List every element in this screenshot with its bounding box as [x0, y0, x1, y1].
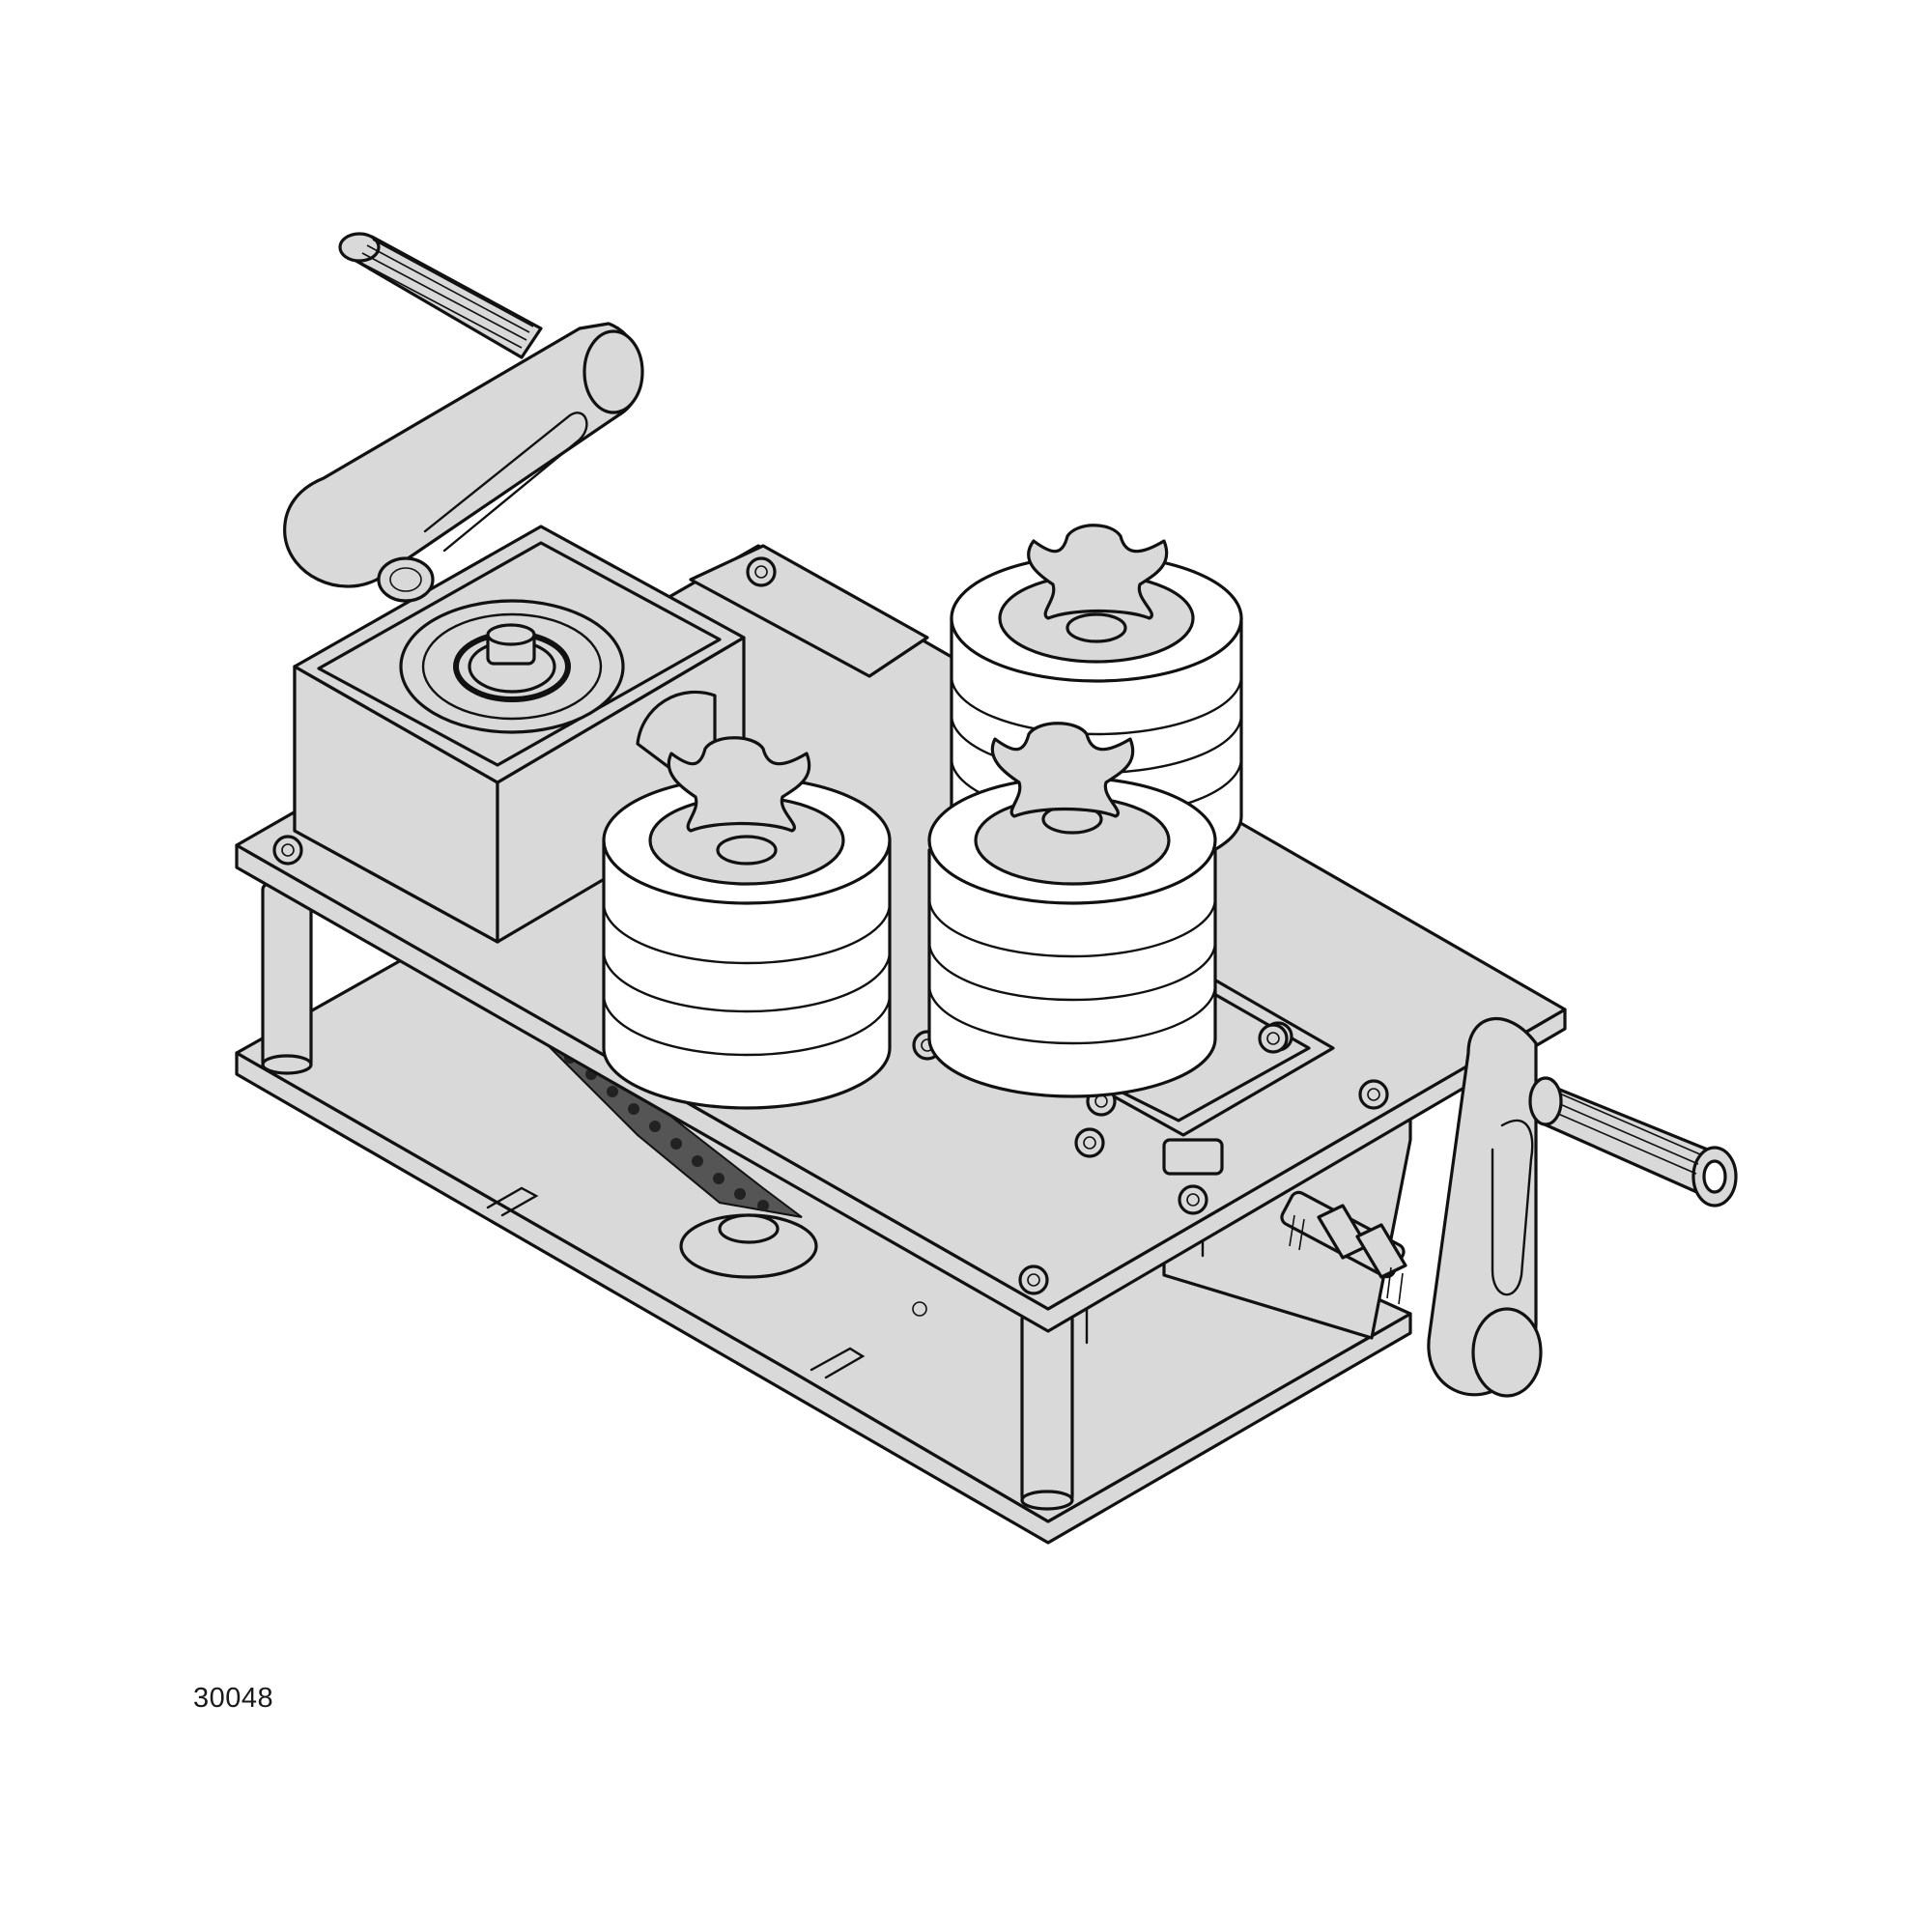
figure-number-label: 30048: [193, 1683, 274, 1714]
adjust-screw: [1280, 1190, 1407, 1305]
roller-left: [602, 736, 892, 1110]
screw-heads: [272, 556, 1389, 1295]
crank-handle-left: [283, 232, 644, 603]
gearbox: [293, 525, 746, 944]
support-posts: [261, 882, 1074, 1511]
roller-front-right: [927, 722, 1217, 1098]
crank-handle-right: [1427, 1016, 1738, 1398]
